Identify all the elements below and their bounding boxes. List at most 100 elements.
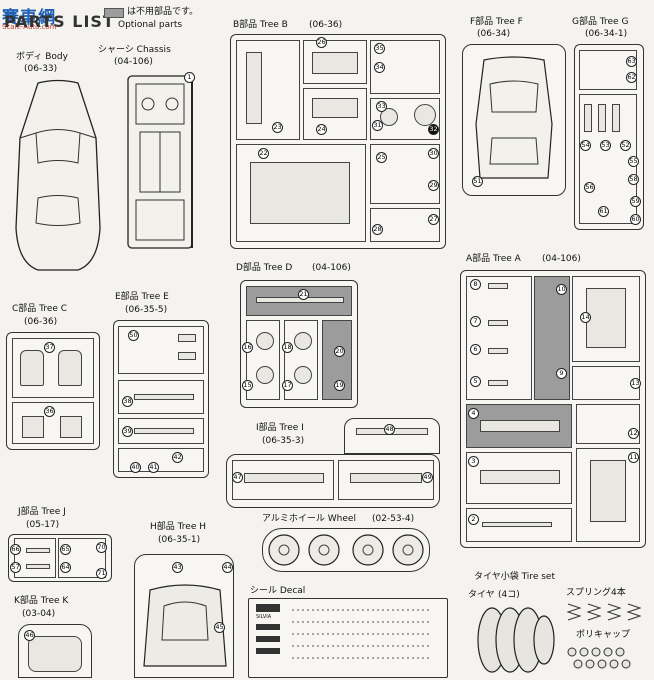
part-lens [612,104,620,132]
part-bumper [480,420,560,432]
part-number: 5 [470,376,481,387]
decal-marks [292,609,432,659]
part-bumper [480,470,560,484]
part-number: 64 [60,562,71,573]
part-number: 26 [316,37,327,48]
part-round-optional [414,104,436,126]
tree-j-name: J部品 Tree J [18,507,66,517]
part-number: 71 [96,568,107,579]
decal-stripe [256,604,280,612]
part-lens [598,104,606,132]
part-number: 18 [282,342,293,353]
legend-jp: は不用部品です。 [127,7,199,17]
part-number: 25 [376,152,387,163]
body-drawing [15,79,101,271]
chassis-code: (04-106) [114,57,153,67]
tree-k-code: (03-04) [22,609,56,619]
part-rear-suspension [590,460,626,522]
part-number: 13 [630,378,641,389]
part-number: 65 [60,544,71,555]
part-grille [244,473,324,483]
tree-g-code: (06-34-1) [585,29,628,39]
part-number: 62 [626,72,637,83]
part-number: 34 [374,62,385,73]
wheel-code: (02-53-4) [372,514,415,524]
part-number: 59 [630,196,641,207]
part-number: 47 [232,472,243,483]
part-seat [20,350,44,386]
part-round [380,108,398,126]
part-grille [350,473,422,483]
part-damper [488,348,508,354]
part-number: 29 [428,180,439,191]
part-number: 11 [628,452,639,463]
tree-f-code: (06-34) [477,29,511,39]
tire-label: タイヤ [468,590,495,600]
wheel-drawings [268,534,424,566]
part-number: 42 [172,452,183,463]
tree-f-drawing [475,56,553,179]
part-seat-base [60,416,82,438]
part-handle [178,352,196,360]
part-number: 27 [428,214,439,225]
part-number: 6 [470,344,481,355]
tree-d-name: D部品 Tree D [236,263,293,273]
part-damper [488,283,508,289]
tire-set-name: タイヤ小袋 Tire set [474,572,555,582]
part-number: 4 [468,408,479,419]
polycaps-drawing [567,647,631,669]
part-rod [482,522,552,527]
tree-a-name: A部品 Tree A [466,254,521,264]
body-name: ボディ Body [16,52,68,62]
part-number: 44 [222,562,233,573]
chassis-drawing [127,75,193,249]
part-number: 49 [422,472,433,483]
tree-h-hood [143,584,227,667]
part-number: 14 [580,312,591,323]
tree-i-name: I部品 Tree I [256,423,304,433]
part-number: 3 [468,456,479,467]
decal-sheet [248,598,448,678]
part-wheel-hub [256,332,274,350]
optional-parts-swatch [104,8,124,18]
part-number: 31 [372,120,383,131]
part-number: 9 [556,368,567,379]
page-title: PARTS LIST [4,12,115,31]
part-number: 19 [334,380,345,391]
part-number: 16 [242,342,253,353]
tree-e-code: (06-35-5) [125,305,168,315]
decal-name: シール Decal [250,586,306,596]
part-number: 57 [10,562,21,573]
tree-h-code: (06-35-1) [158,535,201,545]
part-number: 61 [598,206,609,217]
part-number: 30 [428,148,439,159]
part-wheel-hub [294,332,312,350]
part-number: 12 [628,428,639,439]
tree-j-cell-left [14,538,56,578]
part-seat [58,350,82,386]
tree-k-name: K部品 Tree K [14,596,69,606]
part-number: 28 [372,224,383,235]
tree-c-code: (06-36) [24,317,58,327]
part-number: 1 [184,72,195,83]
legend-en: Optional parts [118,20,183,30]
tree-d-code: (04-106) [312,263,351,273]
part-panel [312,98,358,118]
part-clip [26,564,50,569]
part-number: 50 [128,330,139,341]
part-wheel-hub [256,366,274,384]
body-code: (06-33) [24,64,58,74]
tree-f-name: F部品 Tree F [470,17,523,27]
part-number: 21 [298,289,309,300]
part-panel [28,636,82,672]
part-number: 51 [472,176,483,187]
part-number: 66 [10,544,21,555]
tree-a-cell-optional [534,276,570,400]
tree-h-name: H部品 Tree H [150,522,207,532]
part-number: 22 [258,148,269,159]
part-number: 60 [630,214,641,225]
part-number: 56 [584,182,595,193]
part-clip [26,548,50,553]
tree-i-code: (06-35-3) [262,436,305,446]
tree-a-cell-left [466,276,532,400]
